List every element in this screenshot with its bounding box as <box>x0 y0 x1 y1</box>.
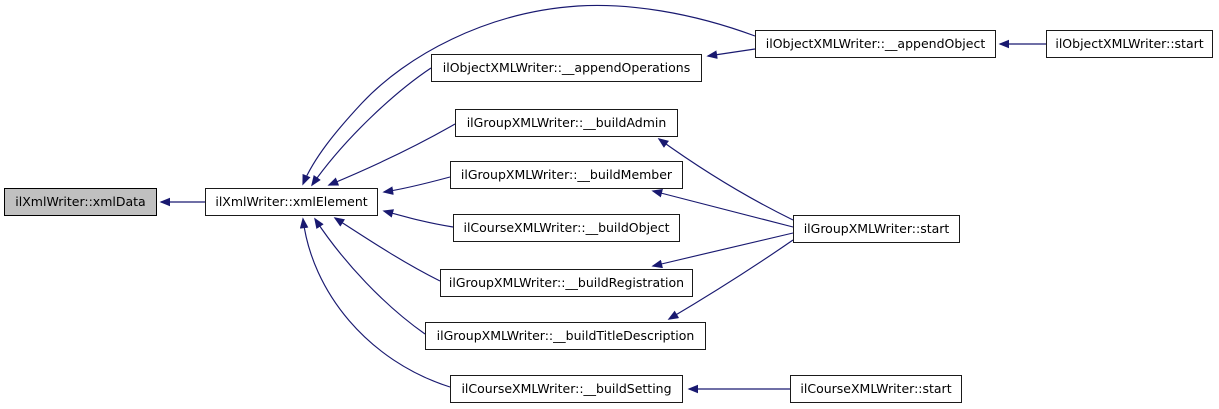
edge-groupstart-to-buildregistration <box>651 232 794 269</box>
edge-groupstart-to-buildtitledescription <box>667 239 794 320</box>
edge-buildobject-to-xmlelement <box>382 209 454 228</box>
node-appendobject[interactable]: ilObjectXMLWriter::__appendObject <box>755 30 996 58</box>
edge-appendoperations-to-xmlelement <box>311 67 432 187</box>
edge-appendobject-to-xmlelement <box>302 4 756 186</box>
node-buildobject[interactable]: ilCourseXMLWriter::__buildObject <box>453 214 680 242</box>
node-buildregistration[interactable]: ilGroupXMLWriter::__buildRegistration <box>440 269 693 297</box>
edge-buildtitledescription-to-xmlelement <box>314 217 426 335</box>
node-buildsetting[interactable]: ilCourseXMLWriter::__buildSetting <box>450 375 683 403</box>
node-objectxmlwriter-start[interactable]: ilObjectXMLWriter::start <box>1046 30 1213 58</box>
edge-groupstart-to-buildadmin <box>657 138 794 221</box>
edge-buildsetting-to-xmlelement <box>299 217 451 388</box>
edge-buildadmin-to-xmlelement <box>327 123 456 186</box>
node-coursexmlwriter-start[interactable]: ilCourseXMLWriter::start <box>790 375 962 403</box>
node-xmlelement[interactable]: ilXmlWriter::xmlElement <box>205 188 378 216</box>
node-buildmember[interactable]: ilGroupXMLWriter::__buildMember <box>450 161 683 189</box>
node-xmldata: ilXmlWriter::xmlData <box>4 188 157 216</box>
edge-groupstart-to-buildmember <box>651 189 794 228</box>
edge-buildregistration-to-xmlelement <box>333 217 441 282</box>
node-groupxmlwriter-start[interactable]: ilGroupXMLWriter::start <box>793 215 960 243</box>
node-buildadmin[interactable]: ilGroupXMLWriter::__buildAdmin <box>455 109 678 137</box>
node-appendoperations[interactable]: ilObjectXMLWriter::__appendOperations <box>431 54 702 82</box>
node-buildtitledescription[interactable]: ilGroupXMLWriter::__buildTitleDescriptio… <box>425 322 706 350</box>
edge-appendobject-to-appendoperations <box>706 48 756 59</box>
edge-buildmember-to-xmlelement <box>382 176 451 195</box>
